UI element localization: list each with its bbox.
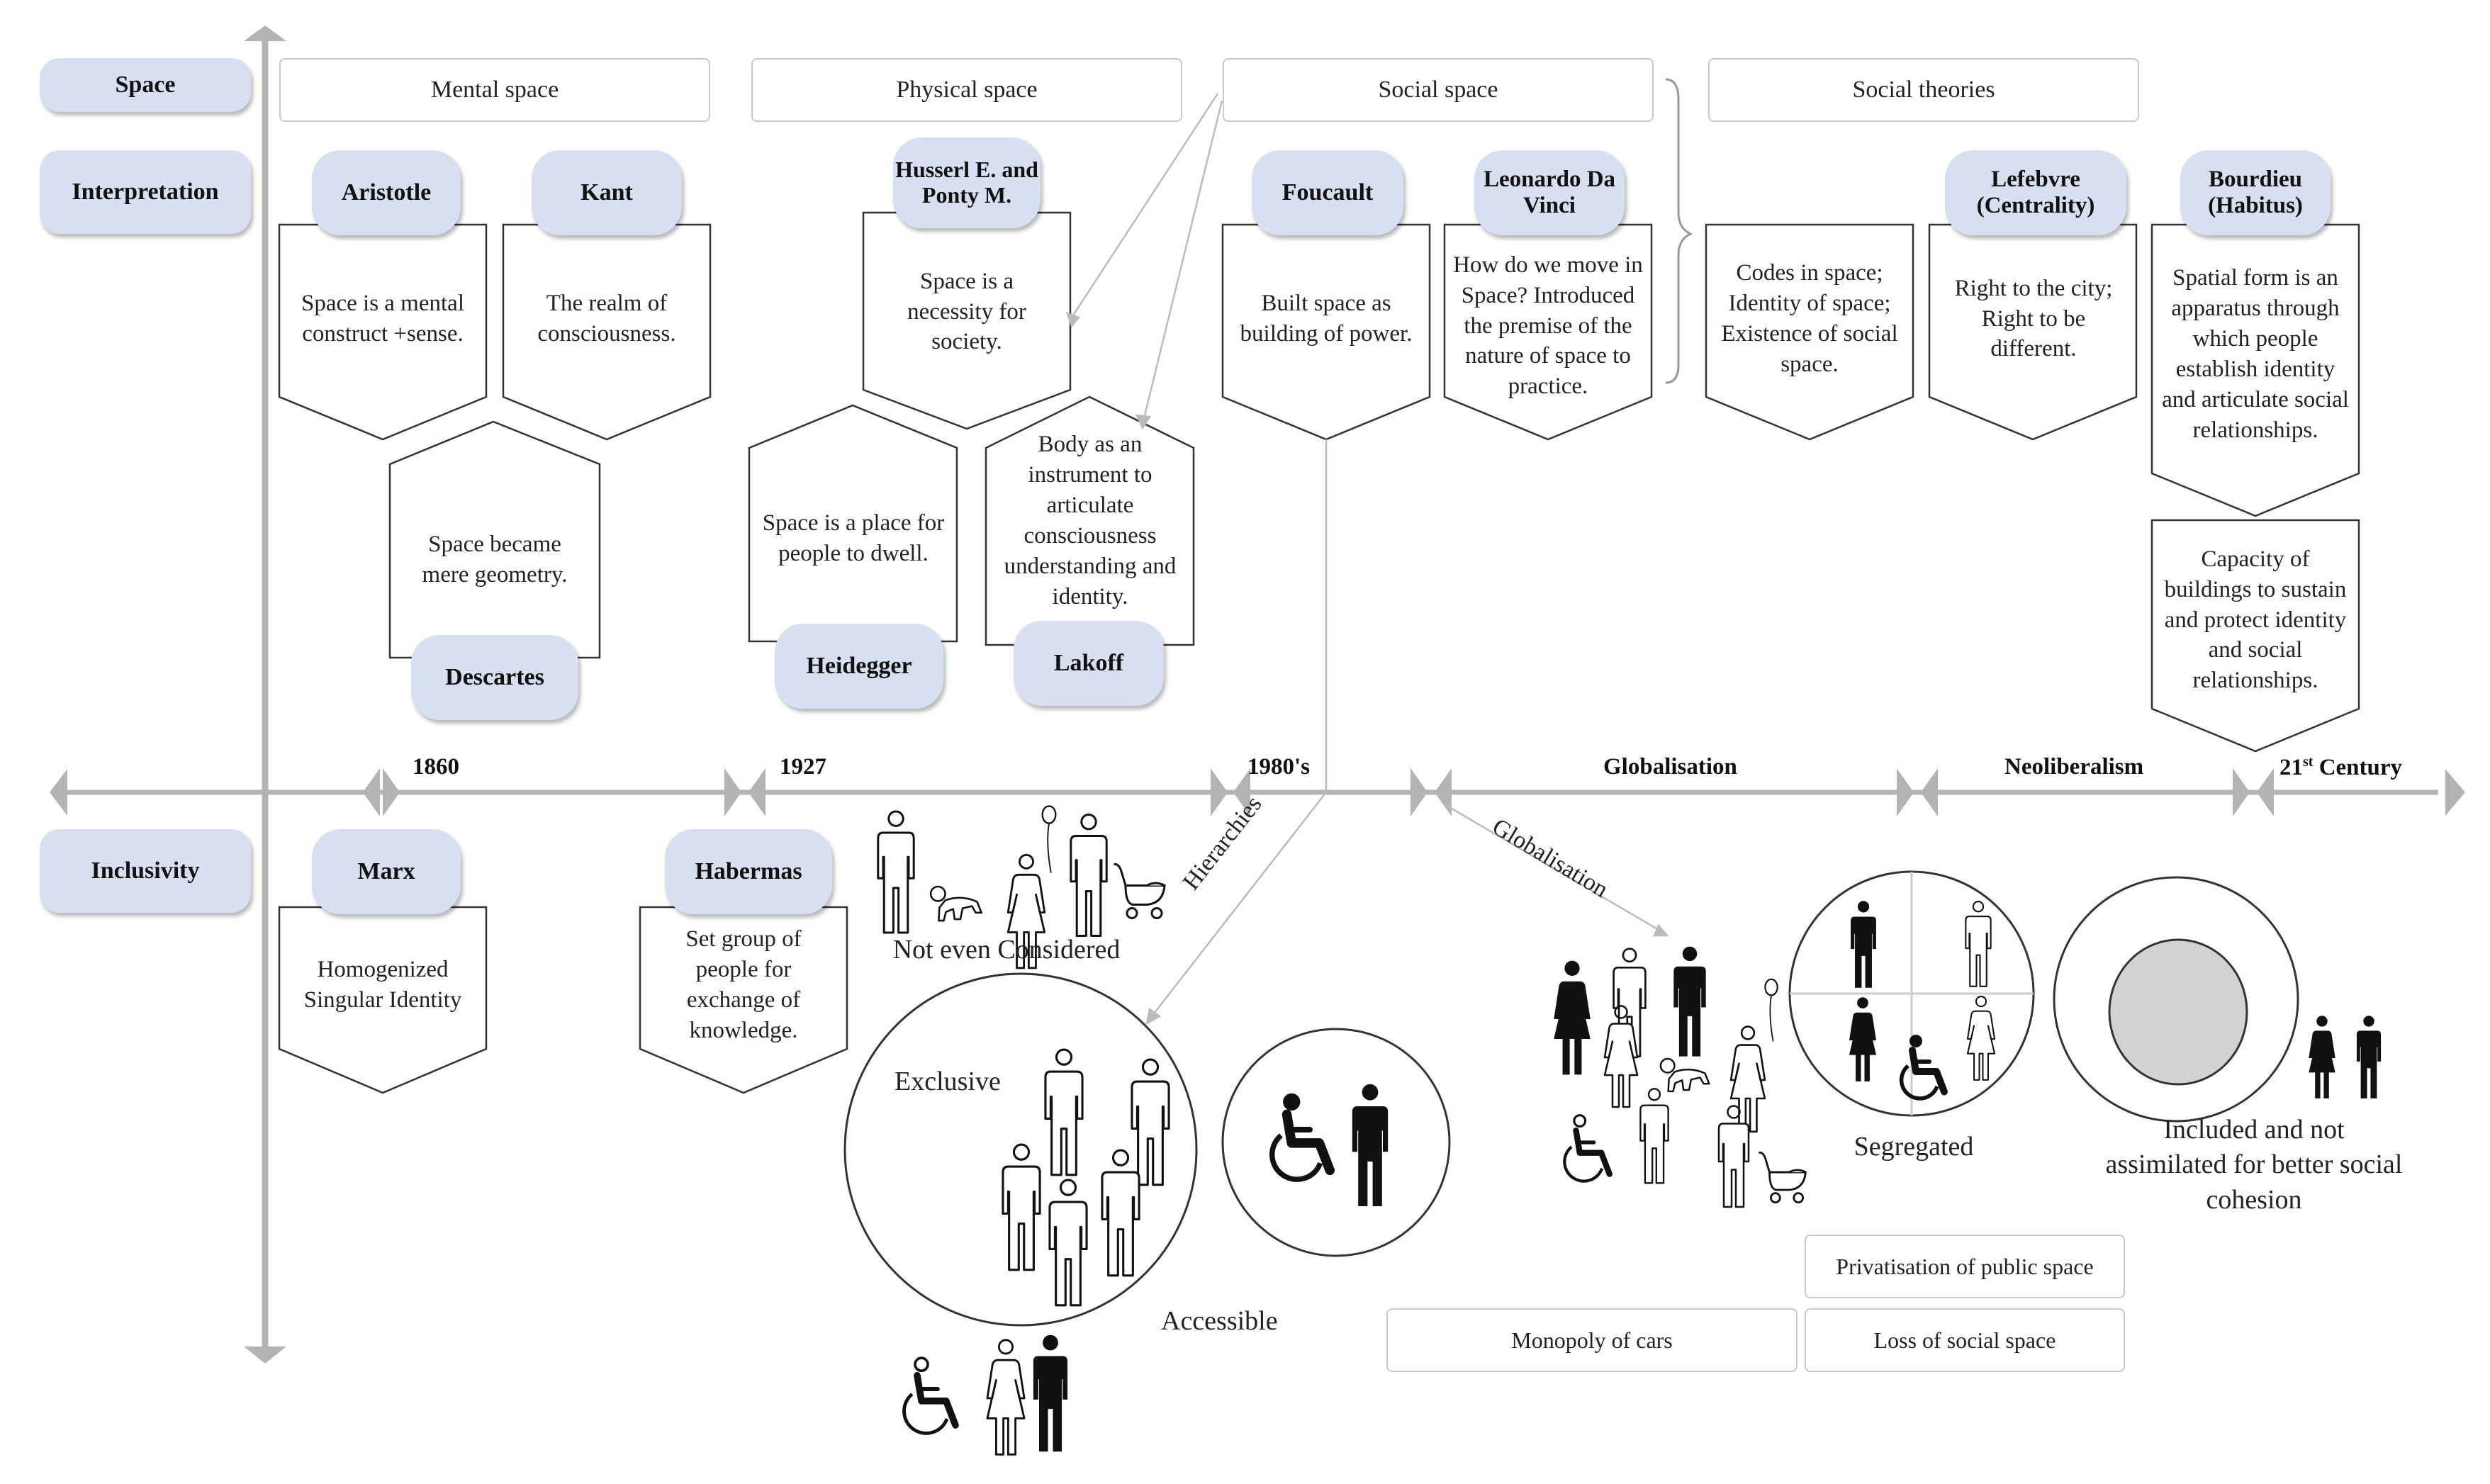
thinker-bourdieu: Bourdieu (Habitus)	[2180, 150, 2331, 235]
foucault-text: Built space as building of power.	[1240, 291, 1413, 347]
thinker-lakoff: Lakoff	[1014, 621, 1164, 706]
era-neoliberalism: Neoliberalism	[2004, 754, 2144, 780]
label-not-even-considered: Not even Considered	[892, 935, 1121, 965]
heidegger-text: Space is a place for people to dwell.	[762, 510, 945, 566]
thinker-aristotle: Aristotle	[312, 150, 461, 235]
social-codes-text: Codes in space; Identity of space; Exist…	[1721, 260, 1898, 377]
thinker-leonardo-da-vinci: Leonardo Da Vinci	[1474, 150, 1625, 235]
section-mental-space: Mental space	[279, 58, 710, 122]
thinker-husserl-ponty: Husserl E. and Ponty M.	[893, 137, 1041, 228]
label-segregated: Segregated	[1854, 1132, 1974, 1162]
row-label-interpretation: Interpretation	[40, 150, 251, 234]
era-21st-century: 21st Century	[2279, 754, 2403, 780]
bourdieu-capacity-text: Capacity of buildings to sustain and pro…	[2164, 546, 2347, 694]
issue-privatisation: Privatisation of public space	[1805, 1235, 2125, 1298]
label-included-not-assimilated: Included and not assimilated for better …	[2105, 1115, 2403, 1215]
davinci-text: How do we move in Space? Introduced the …	[1453, 252, 1643, 400]
habermas-text: Set group of people for exchange of know…	[685, 926, 802, 1043]
issue-monopoly-of-cars: Monopoly of cars	[1386, 1308, 1798, 1372]
section-physical-space: Physical space	[751, 58, 1182, 122]
issue-loss-of-social-space: Loss of social space	[1805, 1308, 2125, 1372]
thinker-lefebvre: Lefebvre (Centrality)	[1945, 150, 2126, 235]
era-globalisation: Globalisation	[1603, 754, 1737, 780]
label-exclusive: Exclusive	[895, 1067, 1001, 1096]
thinker-descartes: Descartes	[411, 635, 578, 720]
aristotle-text: Space is a mental construct +sense.	[301, 291, 464, 347]
thinker-foucault: Foucault	[1252, 150, 1403, 235]
label-accessible: Accessible	[1161, 1306, 1278, 1336]
row-label-space: Space	[40, 58, 251, 112]
thinker-habermas: Habermas	[665, 829, 832, 914]
husserl-text: Space is a necessity for society.	[907, 268, 1026, 355]
row-label-inclusivity: Inclusivity	[40, 829, 251, 913]
section-social-space: Social space	[1223, 58, 1654, 122]
thinker-kant: Kant	[532, 150, 682, 235]
era-1980s: 1980's	[1247, 754, 1311, 780]
bourdieu-text: Spatial form is an apparatus through whi…	[2162, 265, 2349, 443]
lefebvre-text: Right to the city; Right to be different…	[1954, 275, 2113, 362]
descartes-text: Space became mere geometry.	[422, 532, 568, 588]
marx-text: Homogenized Singular Identity	[303, 957, 462, 1013]
era-1927: 1927	[780, 754, 826, 780]
thinker-marx: Marx	[312, 829, 461, 914]
kant-text: The realm of consciousness.	[537, 291, 676, 347]
era-1860: 1860	[413, 754, 459, 780]
lakoff-text: Body as an instrument to articulate cons…	[1004, 432, 1177, 609]
thinker-heidegger: Heidegger	[775, 624, 943, 709]
section-social-theories: Social theories	[1708, 58, 2139, 122]
